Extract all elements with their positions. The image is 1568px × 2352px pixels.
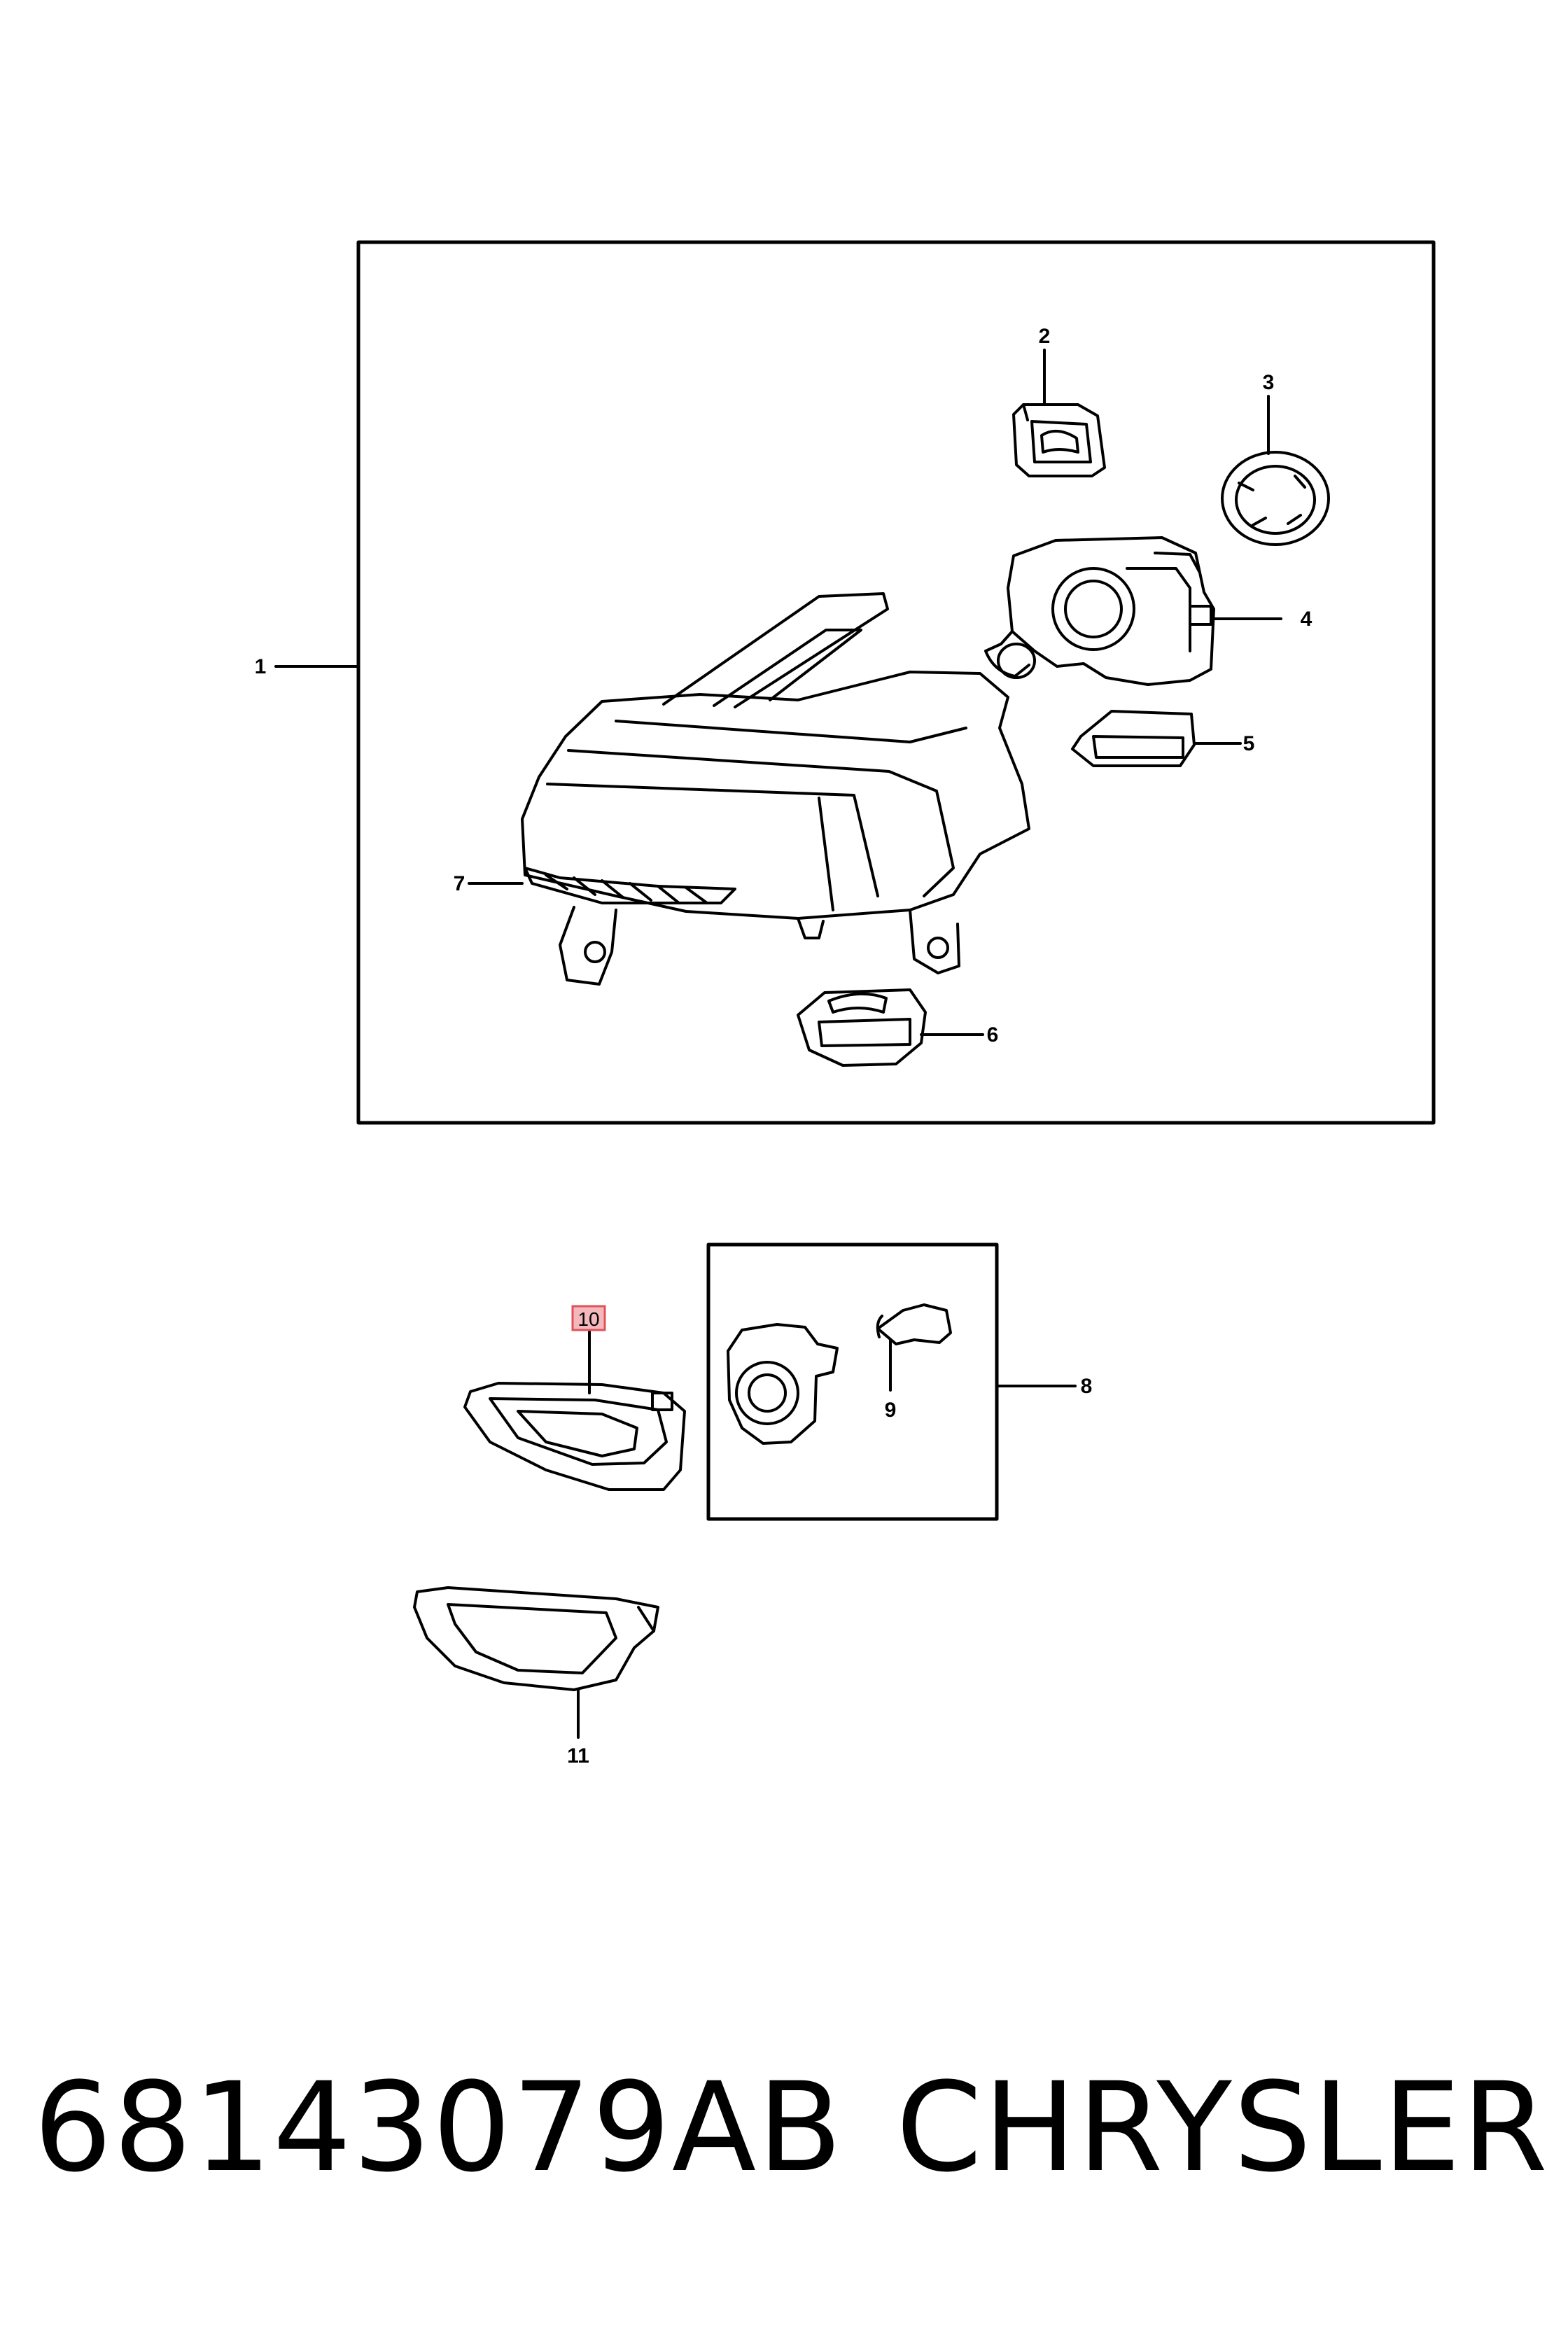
callout-7: 7: [454, 872, 465, 895]
callout-4: 4: [1301, 608, 1312, 631]
part-3-ring: [1221, 395, 1330, 546]
headlamp-assembly-frame: [356, 240, 1436, 1125]
part-10-bezel: [463, 1327, 686, 1491]
part-9-bulb: [876, 1303, 952, 1392]
part-4-projector: [984, 536, 1282, 686]
callout-labels: 1 2 3 4 5 6 7 8 9 10 11: [255, 325, 1312, 1768]
callout-9: 9: [885, 1399, 897, 1422]
callout-10: 10: [578, 1308, 599, 1330]
callout-8: 8: [1081, 1375, 1093, 1398]
part-11-surround: [413, 1586, 659, 1739]
part-7-headlamp-housing: [468, 592, 1030, 986]
brand-name: CHRYSLER: [896, 2056, 1550, 2199]
part-2-socket: [1012, 349, 1106, 477]
part-8-fog-lamp: [727, 1323, 839, 1445]
callout-5: 5: [1243, 732, 1255, 755]
callout-6: 6: [987, 1023, 999, 1046]
footer: 68143079AB CHRYSLER: [0, 2058, 1568, 2198]
fog-lamp-assembly-frame: [706, 1242, 999, 1521]
callout-1: 1: [255, 655, 267, 678]
callout-2: 2: [1039, 325, 1051, 348]
part-5-module: [1071, 710, 1242, 767]
callout-11: 11: [567, 1744, 589, 1768]
part-number: 68143079AB: [34, 2056, 844, 2199]
part-6-ballast: [797, 988, 984, 1067]
callout-3: 3: [1263, 371, 1275, 394]
callout-10-highlight: [571, 1305, 606, 1331]
